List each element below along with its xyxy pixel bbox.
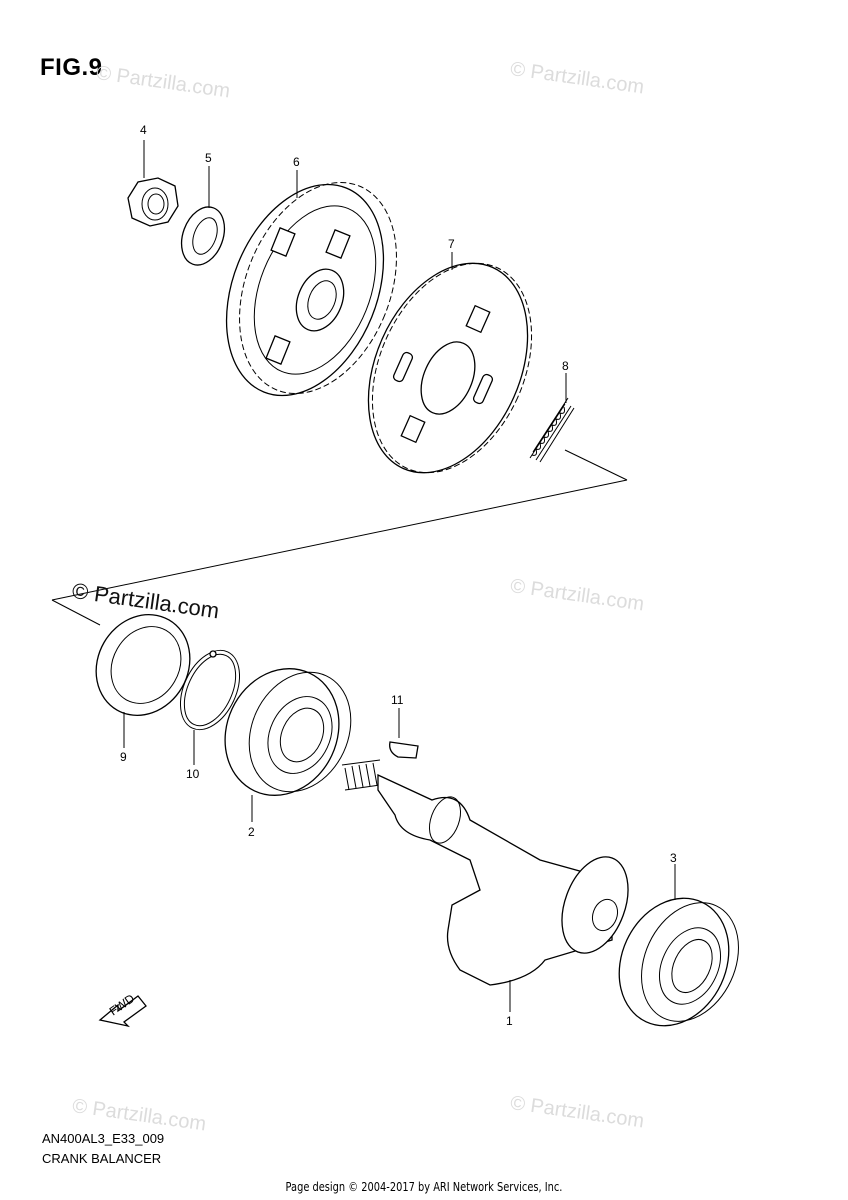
callout-1: 1 [506,1014,513,1028]
part-7-sub-gear[interactable] [337,238,562,498]
figure-description: CRANK BALANCER [42,1151,162,1166]
callout-numbers: 1 2 3 4 5 6 7 8 9 10 11 [120,123,677,1028]
callout-10: 10 [186,767,200,781]
part-9-washer[interactable] [78,597,208,732]
callout-5: 5 [205,151,212,165]
figure-code: AN400AL3_E33_009 [42,1131,165,1146]
callout-8: 8 [562,359,569,373]
part-2-bearing[interactable] [205,650,370,814]
callout-9: 9 [120,750,127,764]
callout-2: 2 [248,825,255,839]
fwd-arrow-icon: FWD [98,991,147,1028]
part-10-circlip[interactable] [169,641,252,739]
assembly-outline [51,449,628,626]
part-1-balancer-shaft[interactable] [341,759,640,986]
page-footer: Page design © 2004-2017 by ARI Network S… [285,1180,563,1194]
figure-title: FIG.9 [40,54,103,81]
part-5-washer[interactable] [174,201,232,271]
part-6-gear[interactable] [197,159,426,419]
callout-7: 7 [448,237,455,251]
callout-11: 11 [391,693,404,707]
part-3-bearing[interactable] [599,880,757,1044]
part-11-key[interactable] [389,741,419,759]
part-4-nut[interactable] [127,177,179,227]
part-8-spring[interactable] [529,397,575,463]
callout-3: 3 [670,851,677,865]
callout-4: 4 [140,123,147,137]
leader-lines [123,140,676,1012]
callout-6: 6 [293,155,300,169]
